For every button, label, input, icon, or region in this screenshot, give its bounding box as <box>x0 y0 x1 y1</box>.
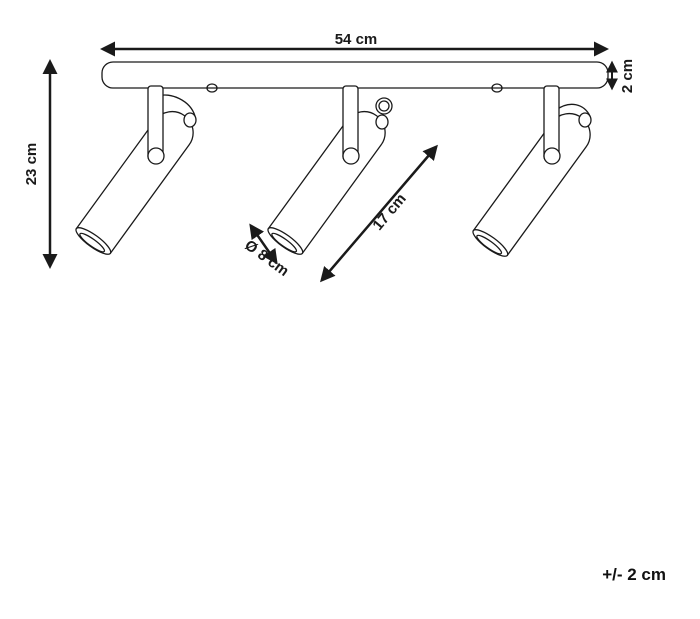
spotlight-right <box>472 85 592 257</box>
label-shade-length: 17 cm <box>369 190 409 234</box>
dimension-width: 54 cm <box>100 31 609 57</box>
spotlight-left <box>75 85 197 255</box>
dimension-total-height: 23 cm <box>23 59 58 269</box>
tolerance-note: +/- 2 cm <box>602 565 666 584</box>
label-width: 54 cm <box>335 31 378 48</box>
label-bar-height: 2 cm <box>619 59 636 93</box>
spotlight-middle <box>267 85 393 255</box>
label-total-height: 23 cm <box>23 143 40 186</box>
dimension-bar-height: 2 cm <box>606 59 636 93</box>
